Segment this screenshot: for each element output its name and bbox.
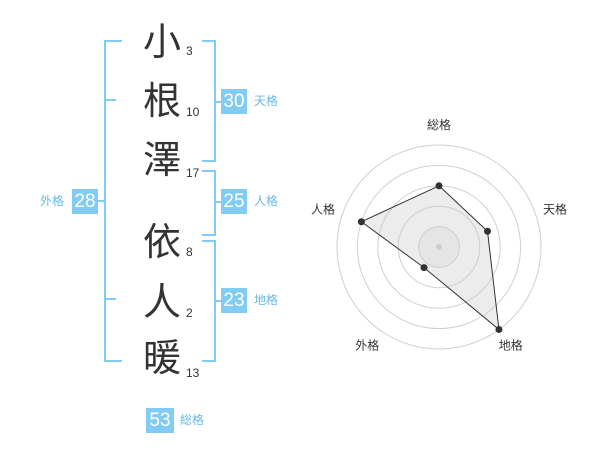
jinkaku-label: 人格	[254, 194, 279, 208]
radar-axis-label-4: 外格	[355, 338, 379, 353]
chikaku-label: 地格	[254, 293, 279, 307]
chikaku-badge: 23	[221, 288, 247, 313]
name-char-6: 暖	[142, 336, 181, 380]
gaikaku-label: 外格	[40, 194, 65, 208]
soukaku-badge: 53	[146, 408, 174, 433]
radar-axis-label-3: 地格	[499, 338, 523, 353]
name-char-2: 根	[142, 79, 181, 123]
jinkaku-connector	[214, 201, 221, 203]
name-char-5: 人	[142, 280, 181, 324]
radar-center-dot	[436, 244, 442, 250]
radar-ring-1	[336, 144, 542, 350]
stroke-count-2: 10	[186, 105, 200, 119]
stroke-count-1: 3	[186, 44, 193, 58]
radar-ring-2	[356, 164, 522, 330]
tenkaku-connector	[214, 101, 221, 103]
radar-axis-label-1: 総格	[427, 117, 451, 132]
stroke-count-6: 13	[186, 366, 200, 380]
gaikaku-bracket	[104, 40, 122, 362]
jinkaku-bracket	[202, 170, 216, 236]
chikaku-connector	[214, 300, 221, 302]
tenkaku-label: 天格	[254, 94, 279, 108]
name-char-1: 小	[142, 20, 181, 64]
name-char-4: 依	[142, 220, 181, 264]
gaikaku-bracket-tick-2	[104, 298, 116, 300]
soukaku-label: 総格	[180, 413, 205, 427]
stroke-count-3: 17	[186, 166, 200, 180]
radar-point-2	[484, 227, 492, 235]
stroke-count-4: 8	[186, 245, 193, 259]
radar-ring-4	[397, 205, 481, 289]
tenkaku-badge: 30	[221, 89, 247, 114]
gaikaku-bracket-tick-1	[104, 99, 116, 101]
stroke-count-5: 2	[186, 306, 193, 320]
gaikaku-badge: 28	[72, 189, 98, 214]
gaikaku-connector	[98, 200, 106, 202]
jinkaku-badge: 25	[221, 189, 247, 214]
name-char-3: 澤	[142, 138, 181, 182]
radar-point-4	[420, 264, 428, 272]
radar-value-polygon	[360, 185, 500, 331]
radar-point-5	[357, 218, 365, 226]
radar-point-3	[495, 326, 503, 334]
radar-axis-label-5: 人格	[311, 201, 335, 216]
radar-point-1	[435, 182, 443, 190]
radar-axis-label-2: 天格	[543, 201, 567, 216]
